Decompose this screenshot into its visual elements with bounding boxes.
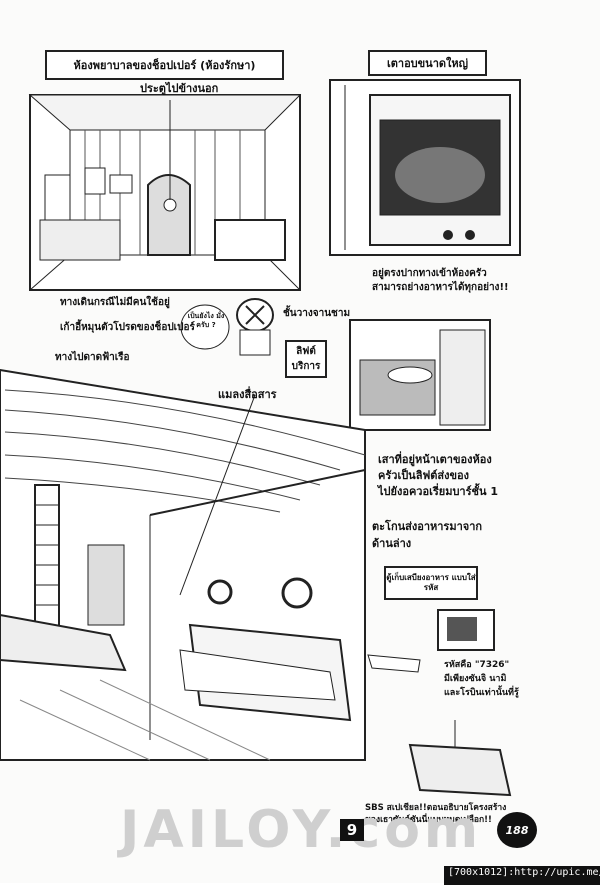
big-oven-banner: เตาอบขนาดใหญ่ xyxy=(368,50,487,76)
infirmary-note-2: เก้าอี้หมุนตัวโปรดของช็อปเปอร์ xyxy=(60,322,195,333)
sbs-caption-1: SBS สเปเชียล!!ตอนอธิบายโครงสร้าง xyxy=(365,803,507,813)
dish-shelf-label: ชั้นวางจานชาม xyxy=(283,308,351,319)
lift-note-3: ไปยังอควอเรี่ยมบาร์ชั้น 1 xyxy=(378,485,498,498)
chopper-speech: เป็นยังไง มั่งครับ ? xyxy=(187,312,225,329)
oven-note-1: อยู่ตรงปากทางเข้าห้องครัว xyxy=(372,268,487,279)
lift-note-2: ครัวเป็นลิฟต์ส่งของ xyxy=(378,469,469,482)
basket-note-1: ตะโกนส่งอาหารมาจาก xyxy=(372,520,483,533)
sbs-caption-2: ของเธาซันด์ซันนี่แบบหมดเปลือก!! xyxy=(365,815,492,825)
page-number: 9 xyxy=(340,819,364,841)
code-note-2: มีเพียงซันจิ นามิ xyxy=(444,674,507,684)
safe-box-banner: ตู้เก็บเสบียงอาหาร แบบใส่รหัส xyxy=(384,566,478,600)
service-lift-box: ลิฟต์ บริการ xyxy=(285,340,327,378)
code-note-1: รหัสคือ "7326" xyxy=(444,660,510,670)
comm-pipe-label: แมลงสื่อสาร xyxy=(218,388,277,401)
skull-badge: 188 xyxy=(497,812,537,848)
basket-note-2: ด้านล่าง xyxy=(372,537,412,550)
oven-note-2: สามารถย่างอาหารได้ทุกอย่าง!! xyxy=(372,282,509,293)
to-deck-label: ทางไปดาดฟ้าเรือ xyxy=(55,352,130,363)
site-watermark: JAILOY.com xyxy=(120,800,483,860)
image-info-link[interactable]: [700x1012]:http://upic.me/ xyxy=(444,866,600,885)
lift-note-1: เสาที่อยู่หน้าเตาของห้อง xyxy=(378,453,492,466)
infirmary-banner: ห้องพยาบาลของช็อปเปอร์ (ห้องรักษา) xyxy=(45,50,284,80)
code-note-3: และโรบินเท่านั้นที่รู้ xyxy=(444,688,519,698)
infirmary-note-1: ทางเดินกรณีไม่มีคนใช้อยู่ xyxy=(60,297,170,308)
exit-door-label: ประตูไปข้างนอก xyxy=(140,82,219,95)
